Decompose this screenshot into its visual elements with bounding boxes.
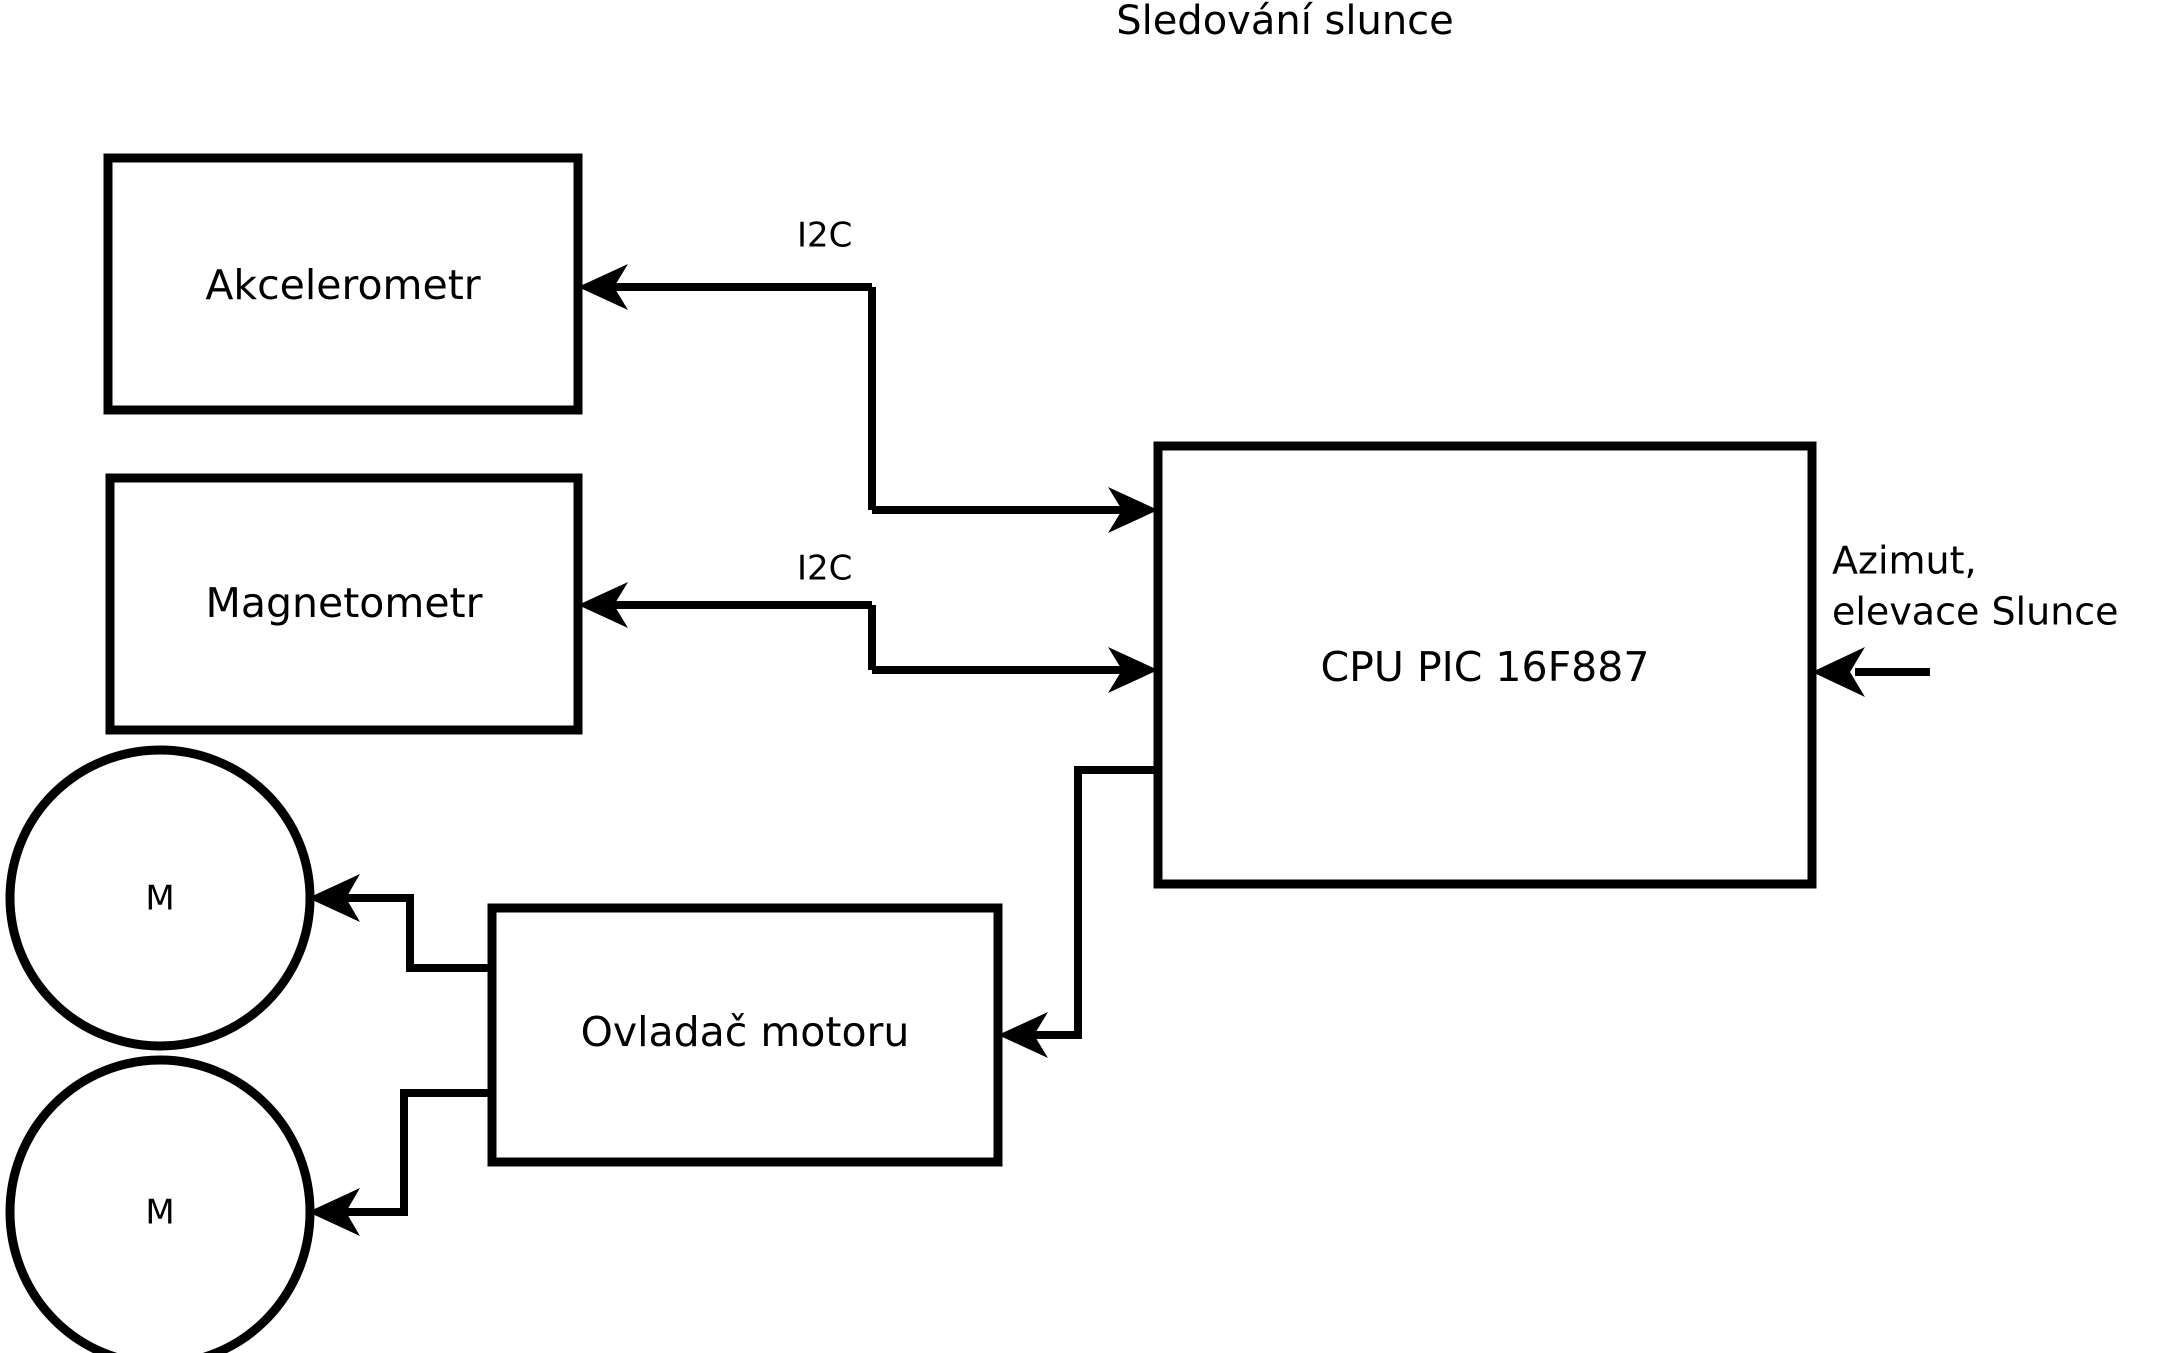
block-motor-top[interactable] [5, 745, 315, 1051]
block-motor-bottom-label: M [145, 1193, 174, 1233]
arrowhead-into-accelerometer [578, 264, 628, 310]
block-accelerometer-label: Akcelerometr [205, 261, 480, 309]
block-motor-top-label: M [145, 879, 174, 919]
arrowhead-into-cpu-right [1812, 647, 1865, 697]
block-accelerometer[interactable] [103, 153, 583, 415]
arrowhead-into-cpu-top [1108, 487, 1158, 533]
arrowhead-into-cpu-bottom [1108, 647, 1158, 693]
block-cpu[interactable] [1153, 441, 1817, 889]
connector-motor-driver-to-motor-top [340, 894, 492, 972]
arrowhead-into-motor-top [308, 874, 360, 922]
arrowhead-into-magnetometer [578, 582, 628, 628]
edge-label-i2c-magnetometer: I2C [797, 549, 852, 589]
block-motor-driver[interactable] [487, 903, 1003, 1167]
block-motor-bottom[interactable] [5, 1055, 315, 1353]
block-cpu-label: CPU PIC 16F887 [1321, 643, 1650, 691]
page-title: Sledování slunce [1116, 0, 1454, 44]
arrowhead-into-motor-driver [998, 1012, 1048, 1058]
edge-label-i2c-accelerometer: I2C [797, 216, 852, 256]
block-magnetometer-label: Magnetometr [206, 579, 483, 627]
io-label-sun-line2: elevace Slunce [1832, 590, 2119, 634]
connector-motor-driver-to-motor-bottom [340, 1089, 492, 1216]
block-motor-driver-label: Ovladač motoru [581, 1008, 910, 1056]
block-magnetometer[interactable] [105, 473, 583, 735]
arrowhead-into-motor-bottom [308, 1188, 360, 1236]
io-label-sun-line1: Azimut, [1832, 539, 1977, 583]
connector-cpu-to-motor-driver [1020, 766, 1158, 1039]
